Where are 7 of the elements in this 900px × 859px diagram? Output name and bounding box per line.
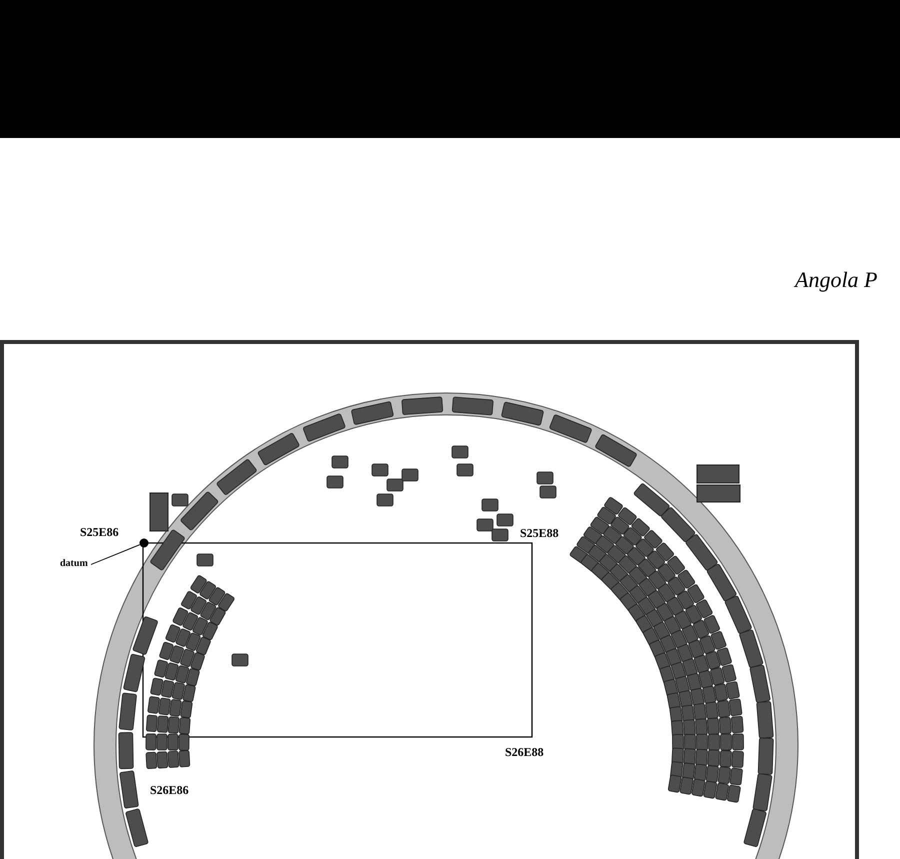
datum-point: [140, 538, 148, 548]
datum-label: datum: [60, 557, 88, 570]
grid-label: S26E86: [150, 784, 189, 797]
grid-label: S26E88: [505, 746, 544, 759]
leader-line: [90, 544, 140, 565]
grid-label: S25E86: [80, 526, 119, 539]
grid-label: S25E88: [520, 527, 559, 540]
